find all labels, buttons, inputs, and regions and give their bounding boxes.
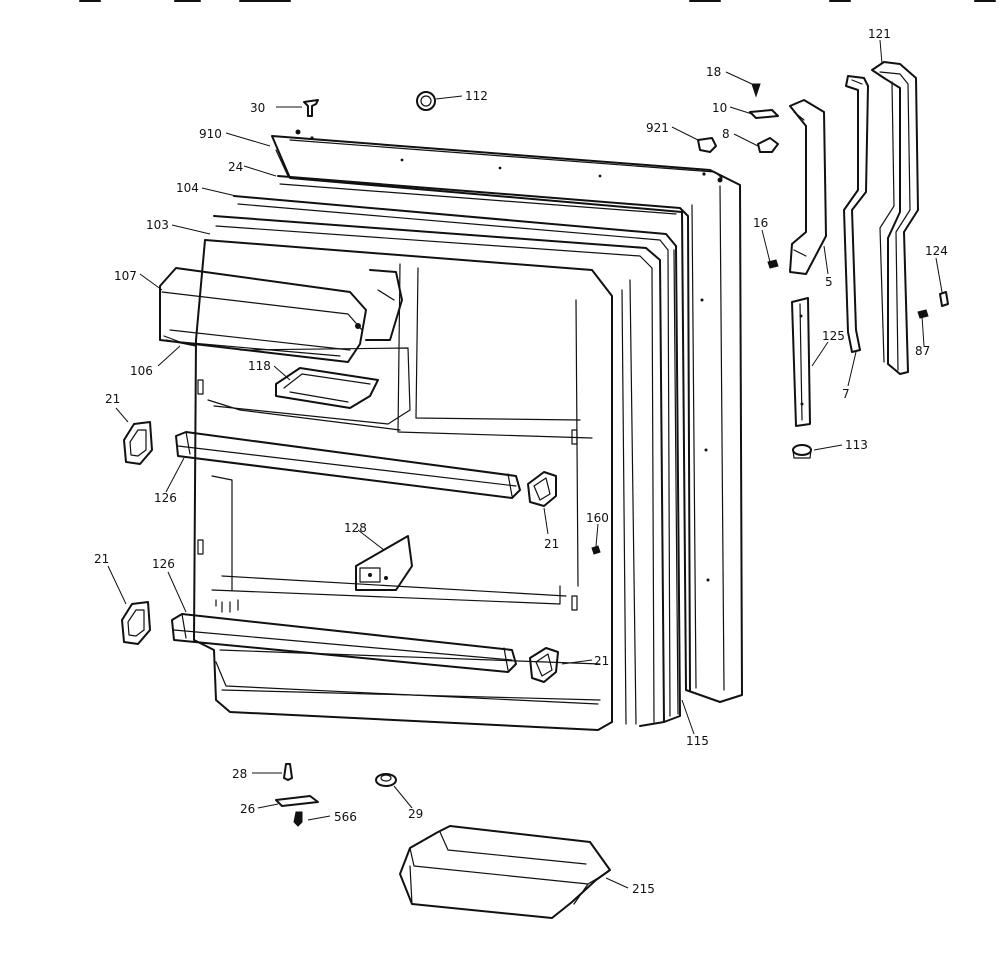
handle-121 — [871, 61, 919, 375]
door-liner-frame — [213, 195, 681, 727]
bracket-128 — [355, 535, 413, 591]
callout-113: 113 — [845, 438, 868, 452]
hinge-pin-113 — [792, 444, 812, 459]
callout-21-lower-right: 21 — [594, 654, 609, 668]
tray-118 — [213, 347, 411, 425]
leader-lines — [107, 39, 943, 889]
callout-910: 910 — [199, 127, 222, 141]
screw-16 — [767, 259, 779, 269]
screw-30 — [303, 99, 319, 117]
callout-215: 215 — [632, 882, 655, 896]
knob-29 — [375, 773, 397, 787]
callout-21-upper-right: 21 — [544, 537, 559, 551]
hinge-bracket-125 — [791, 297, 811, 427]
cap-921 — [697, 137, 717, 153]
callout-160: 160 — [586, 511, 609, 525]
callout-21-upper-left: 21 — [105, 392, 120, 406]
callout-104: 104 — [176, 181, 199, 195]
callout-103: 103 — [146, 218, 169, 232]
callout-21-lower-left: 21 — [94, 552, 109, 566]
outer-door-panel — [271, 129, 743, 703]
handle-7 — [843, 75, 869, 353]
callout-24: 24 — [228, 160, 243, 174]
screw-87 — [917, 309, 929, 319]
dairy-compartment-door — [159, 267, 403, 363]
callout-8: 8 — [722, 127, 730, 141]
shelf-end-cap-loose-upper — [123, 421, 153, 465]
gasket-strip-115 — [673, 249, 679, 715]
shelf-end-cap-loose-lower — [121, 601, 151, 645]
callout-921: 921 — [646, 121, 669, 135]
door-gasket — [277, 175, 691, 691]
plug-112 — [416, 91, 436, 111]
door-liner — [193, 239, 613, 731]
screw-18 — [751, 83, 761, 98]
callout-115: 115 — [686, 734, 709, 748]
plug-8 — [757, 137, 779, 153]
liner-marks — [215, 599, 239, 613]
callout-124: 124 — [925, 244, 948, 258]
callout-566: 566 — [334, 810, 357, 824]
callout-128: 128 — [344, 521, 367, 535]
callout-labels: 30 112 910 24 104 103 107 106 118 21 126… — [94, 27, 948, 896]
callout-112: 112 — [465, 89, 488, 103]
callout-28: 28 — [232, 767, 247, 781]
door-bin-215 — [399, 825, 611, 919]
shelf-end-caps-on-liner — [527, 471, 559, 683]
callout-26: 26 — [240, 802, 255, 816]
hinge-5 — [789, 99, 827, 275]
callout-126-lower: 126 — [152, 557, 175, 571]
screw-566 — [293, 811, 303, 827]
pin-28 — [283, 763, 293, 781]
shelf-bar-upper — [175, 431, 521, 499]
callout-87: 87 — [915, 344, 930, 358]
screw-124 — [939, 291, 949, 307]
callout-7: 7 — [842, 387, 850, 401]
callout-118: 118 — [248, 359, 271, 373]
shelf-bar-lower — [171, 613, 517, 673]
callout-106: 106 — [130, 364, 153, 378]
callout-121: 121 — [868, 27, 891, 41]
callout-29: 29 — [408, 807, 423, 821]
callout-107: 107 — [114, 269, 137, 283]
plate-26 — [275, 795, 319, 807]
callout-10: 10 — [712, 101, 727, 115]
bushing-10 — [749, 109, 779, 119]
callout-30: 30 — [250, 101, 265, 115]
callout-125: 125 — [822, 329, 845, 343]
callout-18: 18 — [706, 65, 721, 79]
callout-5: 5 — [825, 275, 833, 289]
callout-16: 16 — [753, 216, 768, 230]
screw-160 — [591, 545, 601, 555]
callout-126-upper: 126 — [154, 491, 177, 505]
